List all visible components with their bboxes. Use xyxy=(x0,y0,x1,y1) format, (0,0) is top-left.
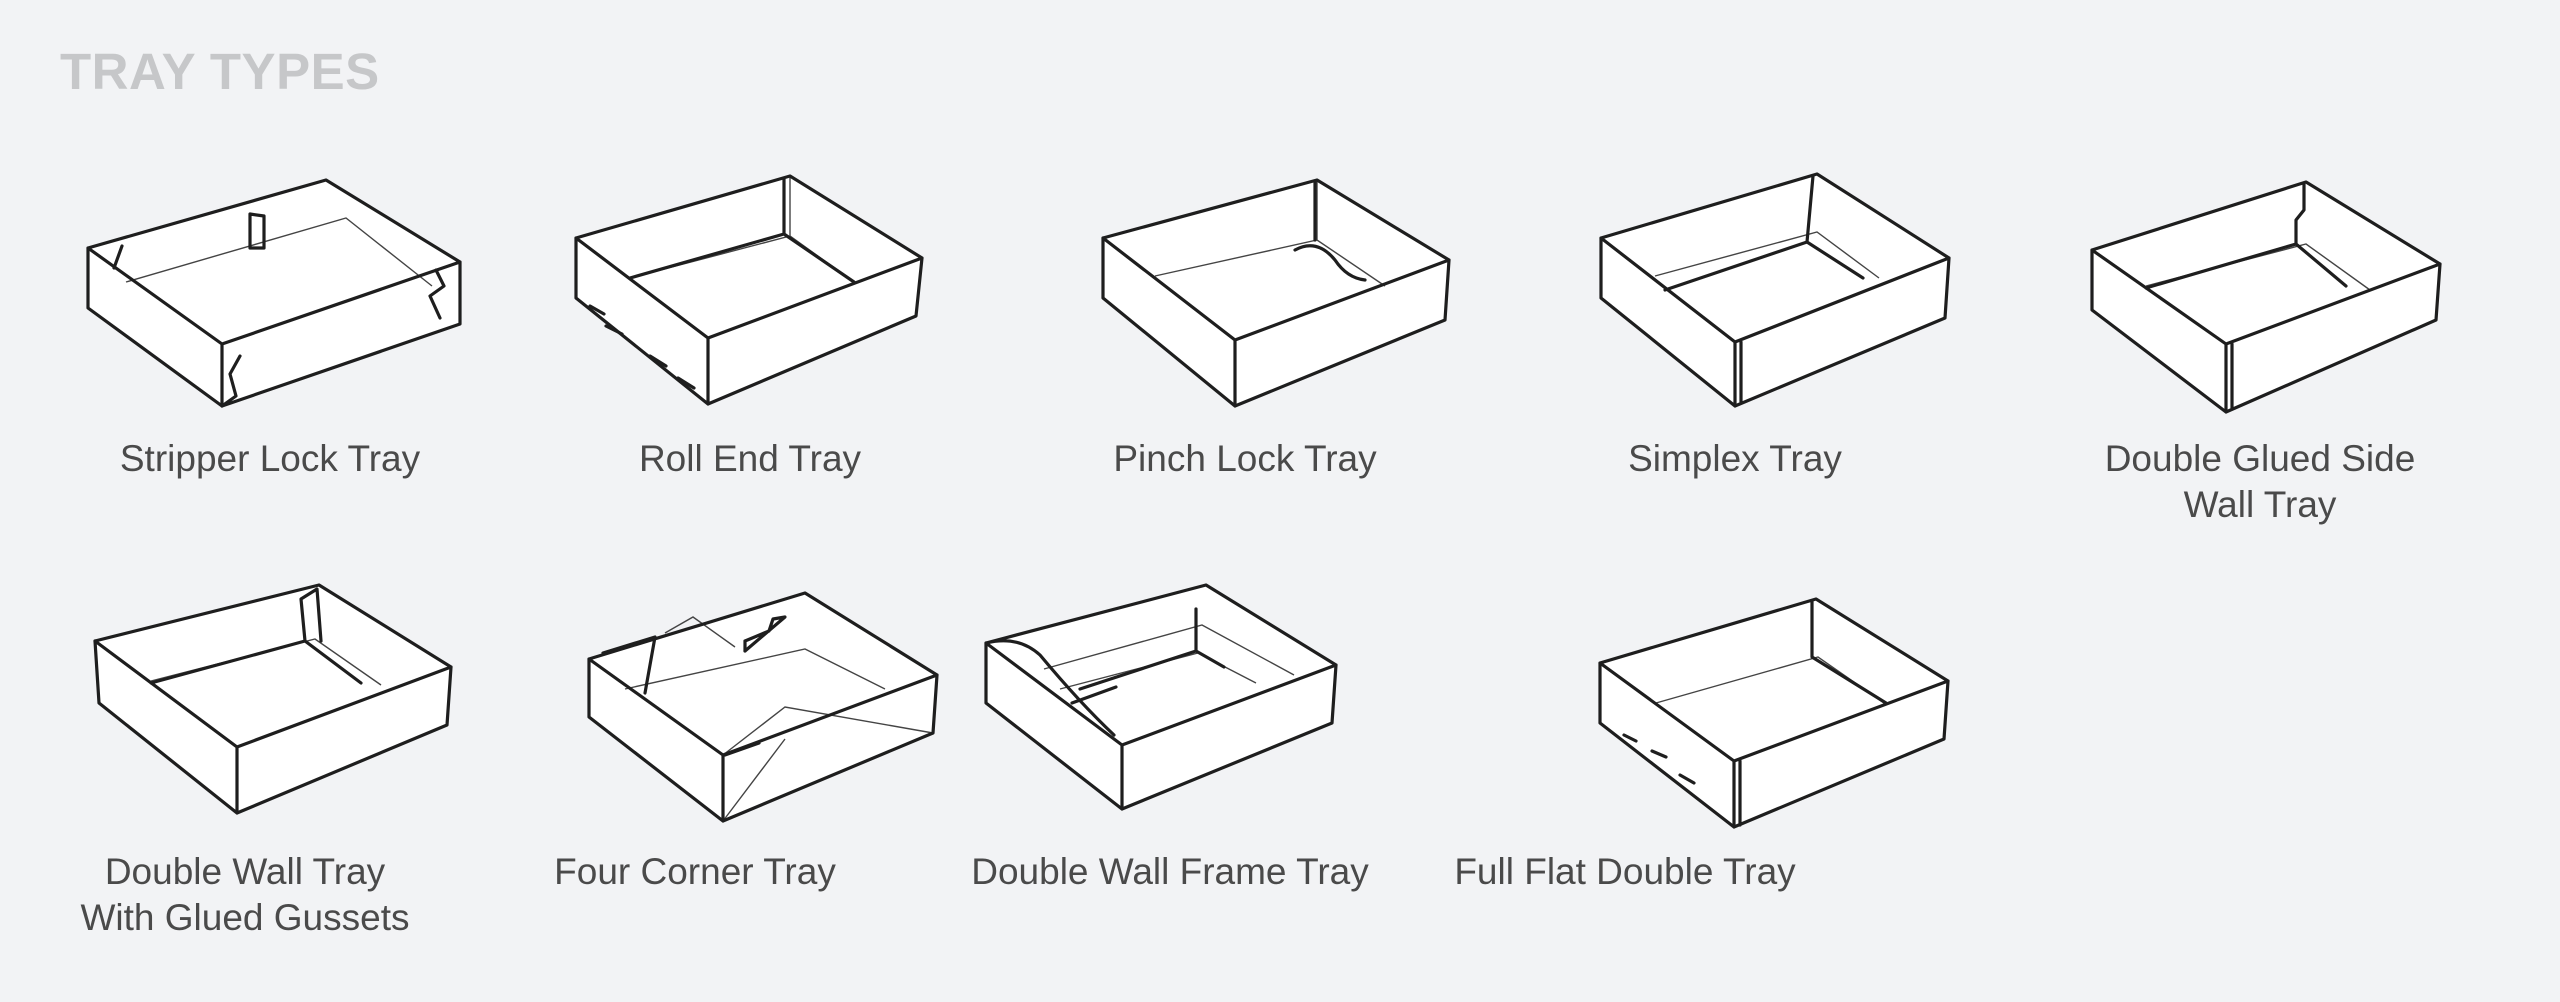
four-corner-tray-icon xyxy=(587,591,939,823)
double-wall-tray-with-glued-gussets-icon xyxy=(93,583,453,815)
tray-card-double-glued-side-wall: Double Glued Side Wall Tray xyxy=(2050,160,2470,540)
tray-card-roll-end: Roll End Tray xyxy=(540,160,960,500)
tray-label: Simplex Tray xyxy=(1628,438,1842,479)
roll-end-tray-icon xyxy=(574,174,924,406)
tray-card-stripper-lock: Stripper Lock Tray xyxy=(60,160,480,500)
tray-label: Double Wall Tray With Glued Gussets xyxy=(80,851,410,938)
tray-label: Roll End Tray xyxy=(638,438,862,479)
tray-label: Stripper Lock Tray xyxy=(119,438,421,479)
double-wall-frame-tray-icon xyxy=(984,583,1338,811)
simplex-tray-icon xyxy=(1599,172,1951,408)
tray-label: Double Wall Frame Tray xyxy=(971,851,1369,892)
tray-label: Pinch Lock Tray xyxy=(1113,438,1377,479)
tray-label: Full Flat Double Tray xyxy=(1454,851,1796,892)
tray-card-pinch-lock: Pinch Lock Tray xyxy=(1035,160,1455,500)
page-title: TRAY TYPES xyxy=(60,43,380,100)
pinch-lock-tray-icon xyxy=(1101,178,1451,408)
double-glued-side-wall-tray-icon xyxy=(2090,180,2442,414)
stripper-lock-tray-icon xyxy=(86,178,462,408)
tray-card-full-flat-double: Full Flat Double Tray xyxy=(1454,575,1950,955)
tray-card-double-wall-glued-gussets: Double Wall Tray With Glued Gussets xyxy=(35,575,455,955)
tray-card-simplex: Simplex Tray xyxy=(1525,160,1951,500)
tray-label: Double Glued Side Wall Tray xyxy=(2104,438,2416,525)
tray-card-double-wall-frame: Double Wall Frame Tray xyxy=(960,575,1380,955)
tray-label: Four Corner Tray xyxy=(554,851,836,892)
tray-card-four-corner: Four Corner Tray xyxy=(485,575,939,955)
full-flat-double-tray-icon xyxy=(1598,597,1950,829)
